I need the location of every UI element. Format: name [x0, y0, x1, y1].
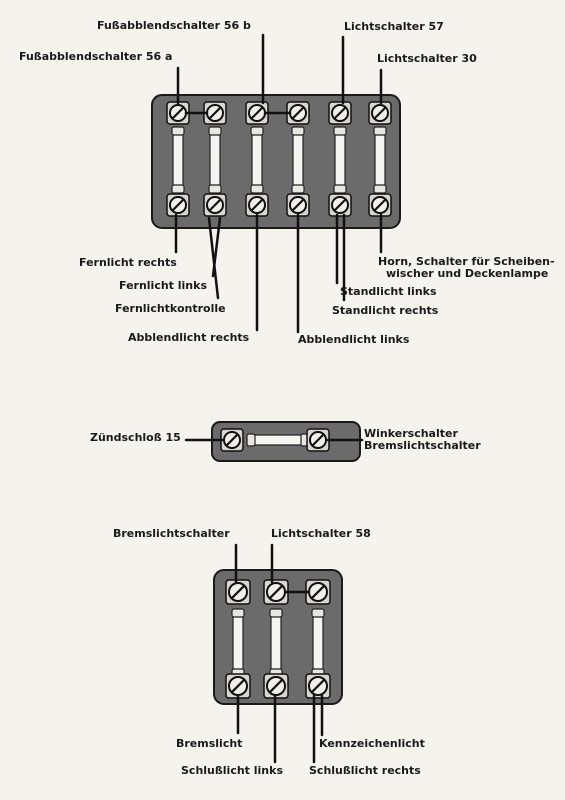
label-kennzeichenlicht: Kennzeichenlicht — [319, 737, 425, 750]
fuse-top-screw-lower-6 — [368, 193, 392, 217]
wire-fernlichtkontrolle — [211, 216, 222, 278]
fuse-top-1 — [171, 126, 185, 194]
fuse-bottom-3 — [311, 608, 325, 678]
fuse-bottom-screw-lower-2 — [263, 673, 289, 699]
fuse-bottom-screw-lower-1 — [225, 673, 251, 699]
label-lichtschalter-58: Lichtschalter 58 — [271, 527, 371, 540]
fuse-top-screw-upper-5 — [328, 101, 352, 125]
fuse-middle — [246, 433, 310, 447]
fuse-top-screw-lower-3 — [245, 193, 269, 217]
fuse-bottom-screw-upper-3 — [305, 579, 331, 605]
fuse-bottom-1 — [231, 608, 245, 678]
label-bremslicht: Bremslicht — [176, 737, 243, 750]
label-fussabblendschalter-56b: Fußabblendschalter 56 b — [97, 19, 251, 32]
label-schlusslicht-links: Schlußlicht links — [181, 764, 284, 777]
wire-fernlicht-links — [207, 216, 220, 300]
label-fussabblendschalter-56a: Fußabblendschalter 56 a — [19, 50, 173, 63]
fuse-top-screw-lower-4 — [286, 193, 310, 217]
fuse-top-2 — [208, 126, 222, 194]
fuse-top-4 — [291, 126, 305, 194]
fuse-top-screw-lower-1 — [166, 193, 190, 217]
label-fernlichtkontrolle: Fernlichtkontrolle — [115, 302, 226, 315]
label-winkerschalter: Winkerschalter — [364, 427, 458, 440]
fuse-top-screw-lower-2 — [203, 193, 227, 217]
label-standlicht-rechts: Standlicht rechts — [332, 304, 439, 317]
label-abblendlicht-links: Abblendlicht links — [298, 333, 410, 346]
fuse-top-screw-lower-5 — [328, 193, 352, 217]
fuse-bottom-2 — [269, 608, 283, 678]
label-abblendlicht-rechts: Abblendlicht rechts — [128, 331, 250, 344]
label-schlusslicht-rechts: Schlußlicht rechts — [309, 764, 421, 777]
fusebox-middle — [211, 421, 361, 462]
fuse-top-6 — [373, 126, 387, 194]
label-fernlicht-rechts: Fernlicht rechts — [79, 256, 177, 269]
fuse-top-screw-upper-3 — [245, 101, 269, 125]
label-fernlicht-links: Fernlicht links — [119, 279, 207, 292]
fusebox-top — [151, 94, 401, 229]
fuse-top-5 — [333, 126, 347, 194]
label-horn-schalter: Horn, Schalter für Scheiben- — [378, 255, 555, 268]
label-bremslichtschalter: Bremslichtschalter — [113, 527, 230, 540]
fuse-top-screw-upper-6 — [368, 101, 392, 125]
fuse-middle-screw-left — [220, 428, 244, 452]
label-standlicht-links: Standlicht links — [340, 285, 437, 298]
fuse-bottom-screw-lower-3 — [305, 673, 331, 699]
label-wischer-deckenlampe: wischer und Deckenlampe — [386, 267, 549, 280]
label-lichtschalter-30: Lichtschalter 30 — [377, 52, 477, 65]
fuse-bottom-screw-upper-1 — [225, 579, 251, 605]
label-bremslichtschalter-middle: Bremslichtschalter — [364, 439, 481, 452]
fusebox-bottom — [213, 569, 343, 705]
fuse-top-3 — [250, 126, 264, 194]
fuse-middle-screw-right — [306, 428, 330, 452]
label-lichtschalter-57: Lichtschalter 57 — [344, 20, 444, 33]
label-zuendschloss-15: Zündschloß 15 — [90, 431, 181, 444]
